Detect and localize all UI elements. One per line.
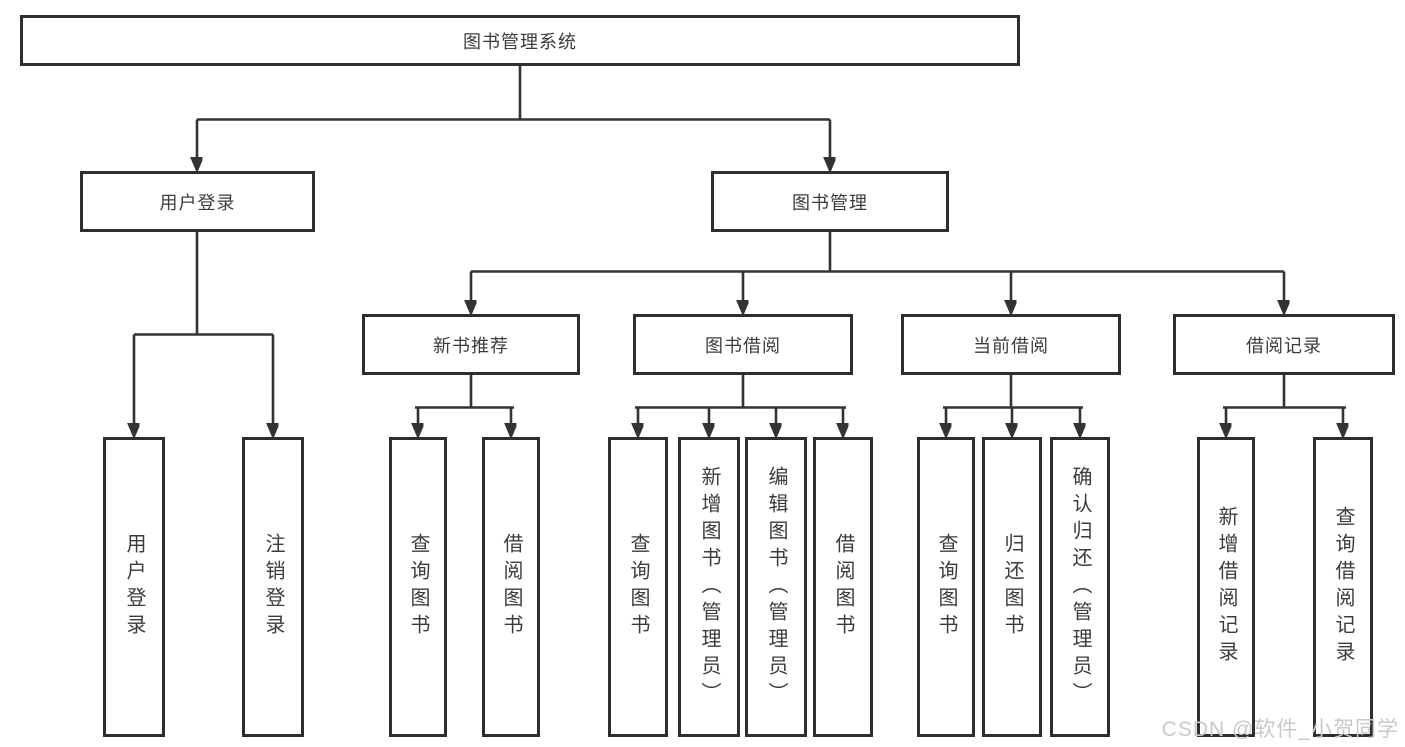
- leaf-query-books-2: 查询图书: [608, 437, 668, 737]
- node-library-management-system: 图书管理系统: [20, 15, 1020, 66]
- leaf-logout: 注销登录: [242, 437, 304, 737]
- leaf-user-login: 用户登录: [103, 437, 165, 737]
- leaf-edit-books-admin: 编辑图书（管理员）: [745, 437, 807, 737]
- leaf-borrow-books: 借阅图书: [482, 437, 540, 737]
- leaf-return-books: 归还图书: [982, 437, 1042, 737]
- node-current-borrowing: 当前借阅: [901, 314, 1121, 375]
- leaf-confirm-return-admin: 确认归还（管理员）: [1050, 437, 1110, 737]
- leaf-query-books: 查询图书: [389, 437, 447, 737]
- node-book-management: 图书管理: [711, 171, 949, 232]
- node-book-borrowing: 图书借阅: [633, 314, 853, 375]
- leaf-add-borrow-record: 新增借阅记录: [1197, 437, 1255, 737]
- node-borrow-records: 借阅记录: [1173, 314, 1395, 375]
- leaf-borrow-books-2: 借阅图书: [813, 437, 873, 737]
- leaf-query-borrow-record: 查询借阅记录: [1313, 437, 1373, 737]
- leaf-query-books-3: 查询图书: [917, 437, 975, 737]
- node-user-login: 用户登录: [80, 171, 315, 232]
- leaf-add-books-admin: 新增图书（管理员）: [678, 437, 740, 737]
- node-new-book-recommend: 新书推荐: [362, 314, 580, 375]
